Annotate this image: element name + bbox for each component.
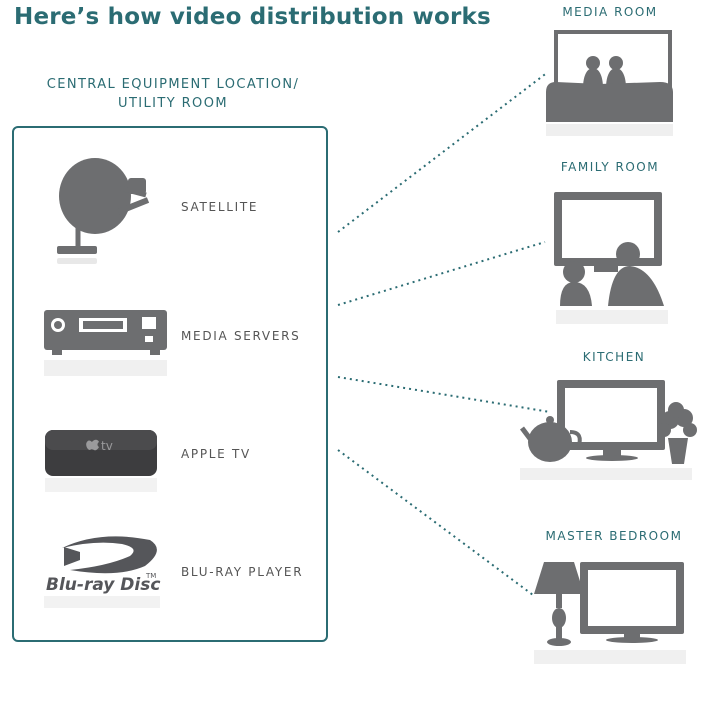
media-server-icon: [44, 310, 167, 376]
source-label-media-servers: MEDIA SERVERS: [181, 329, 301, 343]
connector-bluray-bedroom: [337, 449, 534, 596]
bluray-logo-text: Blu-ray Disc: [46, 575, 160, 595]
central-location-label-line1: CENTRAL EQUIPMENT LOCATION/: [46, 77, 300, 92]
satellite-dish-icon: [57, 158, 150, 264]
apple-tv-icon: tv: [45, 430, 157, 492]
room-label-family-room: FAMILY ROOM: [560, 160, 660, 174]
kitchen-icon: [520, 380, 697, 480]
media-room-icon: [546, 30, 673, 136]
family-room-icon: [554, 192, 668, 324]
connector-lines: [337, 71, 551, 596]
room-label-media-room: MEDIA ROOM: [562, 5, 658, 19]
connector-servers-family-room: [337, 241, 546, 306]
source-label-bluray-player: BLU-RAY PLAYER: [181, 565, 304, 579]
bluray-tm: TM: [145, 572, 156, 580]
bedroom-icon: [534, 562, 686, 664]
central-location-label-line2: UTILITY ROOM: [118, 96, 228, 111]
apple-tv-logo-text: tv: [101, 439, 113, 453]
room-label-master-bedroom: MASTER BEDROOM: [545, 529, 683, 543]
source-label-apple-tv: APPLE TV: [181, 447, 251, 461]
source-label-satellite: SATELLITE: [181, 200, 259, 214]
connector-satellite-media-room: [337, 71, 549, 233]
connector-appletv-kitchen: [337, 376, 551, 413]
room-label-kitchen: KITCHEN: [582, 350, 646, 364]
equipment-location-box: [12, 126, 328, 642]
page-title: Here’s how video distribution works: [14, 4, 491, 30]
bluray-logo-icon: Blu-ray Disc TM: [44, 536, 160, 608]
